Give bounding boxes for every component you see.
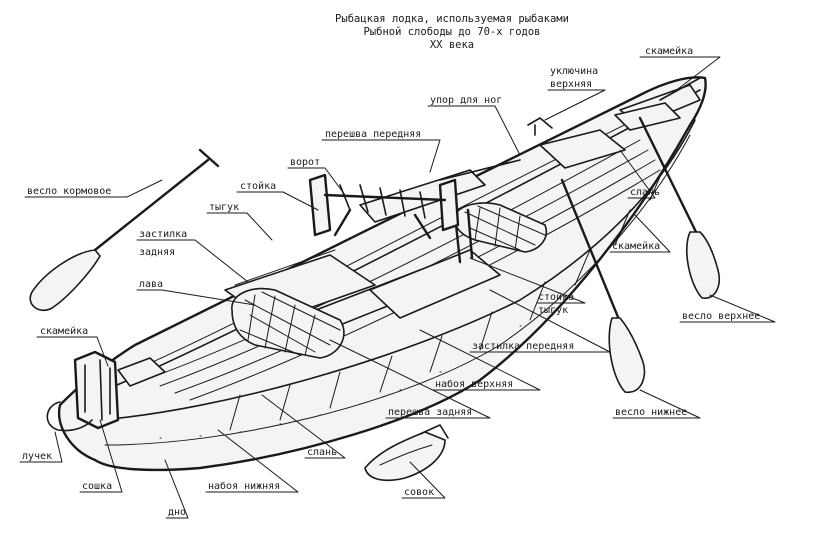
label-vorot: ворот bbox=[290, 157, 320, 168]
steering-oar bbox=[29, 148, 220, 312]
part-labels: скамейка уключина верхняя упор для ног п… bbox=[22, 45, 760, 518]
label-stoyka: стойка bbox=[240, 180, 276, 192]
label-zastilka-perednyaya: застилка передняя bbox=[472, 341, 574, 352]
label-soshka: сошка bbox=[82, 481, 112, 492]
stern bbox=[46, 350, 120, 432]
label-peresva-zadnyaya: перешва задняя bbox=[388, 407, 472, 418]
label-skameyka-top: скамейка bbox=[645, 45, 693, 57]
label-dno: дно bbox=[168, 507, 186, 518]
label-lava: лава bbox=[139, 279, 163, 290]
label-naboya-nizhnyaya: набоя нижняя bbox=[208, 480, 280, 492]
label-stoyka-tyguk-1: стойка bbox=[538, 291, 574, 303]
label-zastilka-zadnyaya-2: задняя bbox=[139, 247, 175, 258]
title-line-3: XX века bbox=[430, 39, 474, 51]
label-slan-right: слань bbox=[630, 187, 660, 198]
benches bbox=[117, 102, 681, 387]
lower-oar bbox=[560, 178, 646, 394]
label-skameyka-left: скамейка bbox=[40, 325, 88, 337]
diagram-title: Рыбацкая лодка, используемая рыбаками Ры… bbox=[335, 13, 569, 51]
label-skameyka-right: скамейка bbox=[612, 240, 660, 252]
label-zastilka-zadnyaya-1: застилка bbox=[139, 229, 187, 240]
label-veslo-nizhnee: весло нижнее bbox=[615, 407, 687, 418]
label-sovok: совок bbox=[404, 487, 434, 498]
title-line-2: Рыбной слободы до 70-х годов bbox=[363, 26, 540, 38]
label-veslo-kormovoe: весло кормовое bbox=[27, 186, 111, 197]
label-tyguk: тыгук bbox=[209, 202, 239, 213]
label-veslo-verkhnee: весло верхнее bbox=[682, 311, 760, 322]
label-naboya-verkhnyaya: набоя верхняя bbox=[435, 378, 513, 390]
upper-oar bbox=[638, 116, 720, 299]
label-luchek: лучек bbox=[22, 451, 52, 462]
leader-lines bbox=[19, 56, 776, 519]
label-upor-dlya-nog: упор для ног bbox=[430, 95, 502, 106]
label-peresva-perednyaya: перешва передняя bbox=[325, 129, 421, 140]
title-line-1: Рыбацкая лодка, используемая рыбаками bbox=[335, 13, 569, 25]
label-uklyuchina-2: верхняя bbox=[550, 79, 592, 90]
oarlock-upper bbox=[527, 117, 553, 136]
label-stoyka-tyguk-2: тыгук bbox=[538, 305, 568, 316]
label-uklyuchina-1: уключина bbox=[550, 66, 598, 77]
bailer bbox=[364, 424, 449, 482]
windlass bbox=[308, 173, 460, 240]
label-slan-bottom: слань bbox=[307, 447, 337, 458]
